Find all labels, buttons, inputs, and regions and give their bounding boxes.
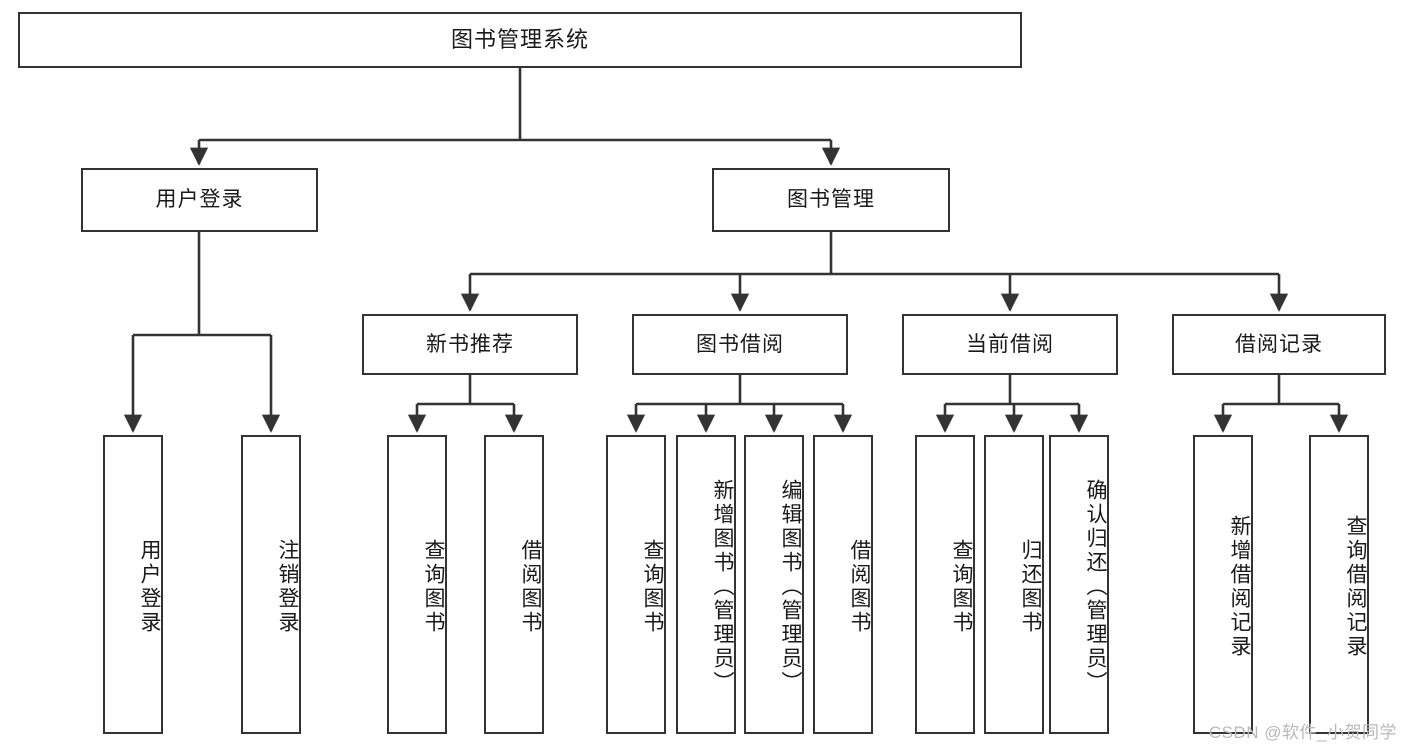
node-label: 新书推荐 (426, 332, 514, 356)
node-label: 借阅图书 (848, 538, 871, 635)
node-root-system[interactable]: 图书管理系统 (18, 12, 1022, 68)
node-label: 确认归还（管理员） (1084, 478, 1107, 695)
node-leaf-borrow-book-1[interactable]: 借阅图书 (484, 435, 544, 734)
node-leaf-return-book[interactable]: 归还图书 (984, 435, 1044, 734)
node-leaf-query-record[interactable]: 查询借阅记录 (1309, 435, 1369, 734)
watermark-text: CSDN @软件_小贺同学 (1208, 723, 1397, 742)
node-book-management[interactable]: 图书管理 (712, 168, 950, 232)
node-label: 查询图书 (422, 538, 445, 635)
node-leaf-query-book-2[interactable]: 查询图书 (606, 435, 666, 734)
node-label: 注销登录 (276, 538, 299, 635)
node-label: 图书借阅 (696, 332, 784, 356)
node-borrow-record[interactable]: 借阅记录 (1172, 314, 1386, 375)
node-book-borrow[interactable]: 图书借阅 (632, 314, 848, 375)
node-leaf-confirm-return[interactable]: 确认归还（管理员） (1049, 435, 1109, 734)
node-user-login[interactable]: 用户登录 (81, 168, 318, 232)
node-label: 查询借阅记录 (1344, 514, 1367, 659)
node-label: 当前借阅 (966, 332, 1054, 356)
node-leaf-query-book-1[interactable]: 查询图书 (387, 435, 447, 734)
node-leaf-add-book[interactable]: 新增图书（管理员） (676, 435, 736, 734)
node-label: 借阅记录 (1235, 332, 1323, 356)
node-label: 图书管理系统 (450, 26, 589, 52)
node-label: 查询图书 (950, 538, 973, 635)
node-leaf-add-record[interactable]: 新增借阅记录 (1193, 435, 1253, 734)
node-current-borrow[interactable]: 当前借阅 (902, 314, 1118, 375)
node-leaf-query-book-3[interactable]: 查询图书 (915, 435, 975, 734)
node-label: 新增图书（管理员） (711, 478, 734, 695)
node-new-book-recommend[interactable]: 新书推荐 (362, 314, 578, 375)
node-label: 编辑图书（管理员） (779, 478, 802, 695)
node-leaf-edit-book[interactable]: 编辑图书（管理员） (744, 435, 804, 734)
node-leaf-borrow-book-2[interactable]: 借阅图书 (813, 435, 873, 734)
node-label: 归还图书 (1019, 538, 1042, 635)
node-label: 用户登录 (138, 538, 161, 635)
node-label: 新增借阅记录 (1228, 514, 1251, 659)
node-leaf-user-login[interactable]: 用户登录 (103, 435, 163, 734)
node-label: 借阅图书 (519, 538, 542, 635)
node-label: 查询图书 (641, 538, 664, 635)
node-label: 图书管理 (787, 188, 875, 212)
node-leaf-user-logout[interactable]: 注销登录 (241, 435, 301, 734)
node-label: 用户登录 (155, 188, 244, 212)
